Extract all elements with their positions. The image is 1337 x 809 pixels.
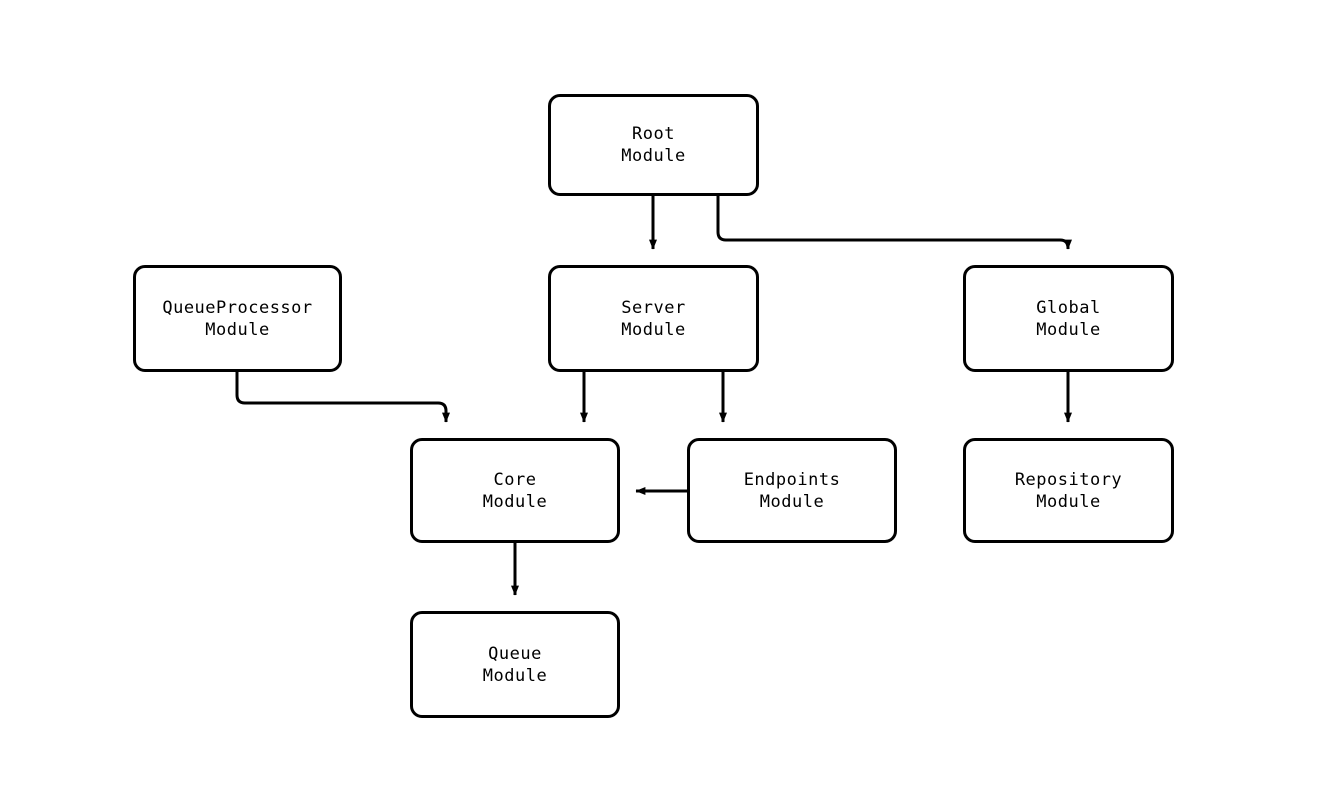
node-endpoints-module[interactable]: Endpoints Module [687, 438, 897, 543]
node-label-endpoints-module: Endpoints Module [743, 469, 841, 512]
node-core-module[interactable]: Core Module [410, 438, 620, 543]
edge-queueprocessor-core [235, 372, 450, 423]
node-repository-module[interactable]: Repository Module [963, 438, 1174, 543]
node-label-queue-module: Queue Module [482, 643, 548, 686]
node-label-server-module: Server Module [621, 297, 686, 340]
edge-root-global [716, 196, 1072, 250]
node-queue-module[interactable]: Queue Module [410, 611, 620, 718]
node-queueprocessor-module[interactable]: QueueProcessor Module [133, 265, 342, 372]
node-label-global-module: Global Module [1036, 297, 1101, 340]
node-server-module[interactable]: Server Module [548, 265, 759, 372]
node-label-queueprocessor-module: QueueProcessor Module [162, 297, 313, 340]
node-label-core-module: Core Module [482, 469, 548, 512]
node-label-repository-module: Repository Module [1014, 469, 1123, 512]
node-root-module[interactable]: Root Module [548, 94, 759, 196]
node-label-root-module: Root Module [621, 124, 686, 166]
node-global-module[interactable]: Global Module [963, 265, 1174, 372]
